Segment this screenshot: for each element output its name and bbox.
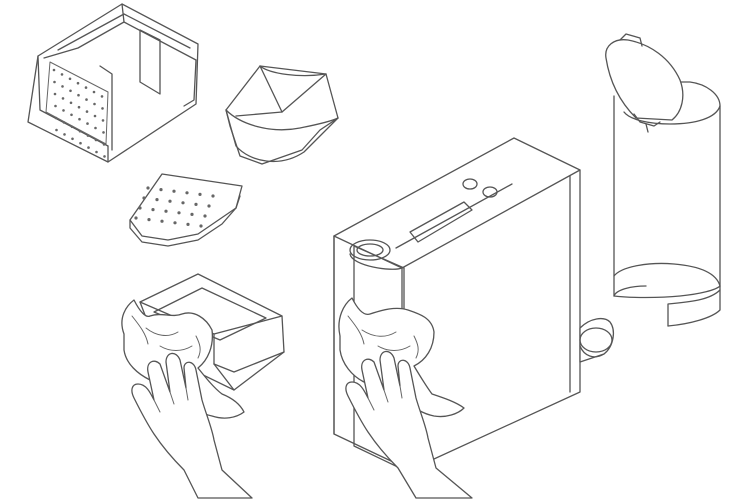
drip-tray-hole [101, 107, 104, 110]
drip-tray-hole [86, 134, 90, 137]
drip-tray-hole [79, 141, 82, 145]
drip-grid-hole [134, 216, 138, 220]
drip-tray-hole [85, 110, 89, 113]
drip-tray-hole [60, 73, 64, 76]
drip-grid-hole [142, 196, 146, 200]
drip-tray-hole [77, 93, 80, 97]
drip-tray-hole [78, 117, 81, 121]
drip-tray-hole [69, 101, 73, 105]
drip-tray-hole [68, 77, 72, 81]
drip-tray-hole [92, 90, 96, 94]
drip-grid-hole [147, 218, 151, 222]
drip-tray-hole [69, 89, 72, 93]
drip-grid-hole [185, 191, 189, 195]
drip-grid-hole [190, 212, 194, 216]
drip-grid-hole [177, 211, 181, 215]
drip-tray-hole [93, 114, 97, 118]
drip-tray-hole [86, 122, 89, 125]
drip-tray-hole [76, 81, 80, 85]
drip-tray-hole [93, 102, 96, 106]
drip-tray-hole [87, 146, 90, 149]
drip-tray-hole [70, 125, 74, 129]
drip-grid-hole [173, 221, 177, 225]
drip-tray-hole [71, 137, 74, 141]
drip-tray-hole [95, 150, 98, 154]
drip-grid-holes [134, 186, 215, 228]
drip-tray-hole [62, 109, 65, 112]
drip-grid-hole [172, 189, 176, 193]
water-tank-with-lid [605, 33, 721, 327]
drip-tray-hole [62, 121, 66, 124]
drip-tray-hole [61, 85, 64, 88]
drip-grid [129, 173, 243, 247]
hand-icon [345, 350, 473, 499]
drip-tray-hole [54, 116, 58, 120]
drip-tray-hole [78, 129, 82, 133]
drip-tray-hole [52, 68, 56, 72]
drip-grid-hole [146, 186, 150, 190]
drip-tray-hole [102, 131, 105, 134]
drip-tray-hole [77, 105, 81, 109]
drip-tray-hole [55, 128, 58, 132]
drip-tray-frame [27, 3, 199, 163]
drip-tray-hole [101, 119, 105, 122]
drip-tray-hole [102, 143, 106, 146]
drip-grid-hole [155, 198, 159, 202]
drip-grid-hole [199, 224, 203, 228]
drip-grid-hole [207, 204, 211, 208]
drip-grid-hole [194, 202, 198, 206]
drip-grid-hole [151, 208, 155, 212]
drip-grid-hole [181, 201, 185, 205]
drip-grid-hole [211, 194, 215, 198]
drip-tray-frame-holes [52, 68, 106, 158]
drip-tray-hole [63, 133, 66, 136]
drip-tray-hole [103, 155, 106, 158]
drip-tray-hole [53, 92, 57, 96]
drip-tray-hole [53, 80, 56, 84]
drip-tray-hole [100, 95, 104, 98]
drip-grid-hole [186, 222, 190, 226]
drip-tray-hole [54, 104, 57, 108]
drip-grid-hole [203, 214, 207, 218]
drip-grid-hole [168, 199, 172, 203]
drip-tray-hole [94, 126, 97, 130]
drip-grid-hole [138, 206, 142, 210]
capsule-container [225, 65, 339, 165]
drip-tray-hole [70, 113, 73, 117]
hand-icon [131, 352, 253, 499]
drip-tray-hole [94, 138, 98, 142]
drip-grid-hole [164, 209, 168, 213]
drip-grid-hole [198, 192, 202, 196]
drip-tray-hole [85, 98, 88, 101]
drip-tray-hole [84, 86, 88, 89]
drip-grid-hole [159, 188, 163, 192]
drip-tray-hole [61, 97, 65, 100]
drip-grid-hole [160, 219, 164, 223]
cup-support-ring [579, 317, 615, 363]
